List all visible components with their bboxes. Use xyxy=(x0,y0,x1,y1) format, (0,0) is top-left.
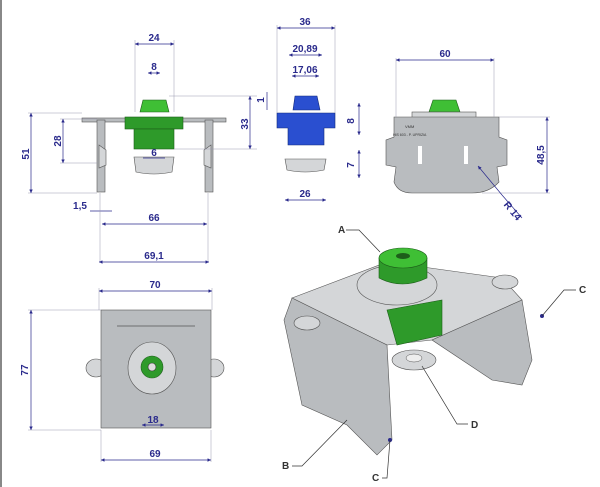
dim-69-1: 69,1 xyxy=(144,251,164,262)
green-grommet-front xyxy=(124,99,184,150)
dim-18: 18 xyxy=(147,415,159,426)
marking-line-1: VMM xyxy=(405,124,414,129)
front-view: 24 8 33 1 28 51 6 1,5 66 69,1 xyxy=(21,33,268,264)
side-view: VMM HIS 603 - P. UPRIZIA 60 48,5 R 14 xyxy=(385,49,550,224)
cap-side xyxy=(284,158,327,173)
dim-7: 7 xyxy=(346,162,357,168)
dim-1: 1 xyxy=(256,97,267,103)
dim-70: 70 xyxy=(149,280,161,291)
label-b: B xyxy=(282,461,289,472)
dim-48-5: 48,5 xyxy=(536,145,547,165)
dim-60: 60 xyxy=(439,49,451,60)
dim-69: 69 xyxy=(149,449,161,460)
grommet-view: 36 20,89 17,06 8 7 26 xyxy=(276,17,361,202)
dim-51: 51 xyxy=(21,148,32,160)
front-dimensions: 24 8 33 1 28 51 6 1,5 66 69,1 xyxy=(21,33,268,264)
bracket-left-leg xyxy=(283,297,393,456)
dim-77: 77 xyxy=(20,364,31,376)
dim-20-89: 20,89 xyxy=(292,44,317,55)
green-grommet-side xyxy=(428,99,461,113)
dim-26: 26 xyxy=(299,189,311,200)
dim-36: 36 xyxy=(299,17,311,28)
top-view: 70 77 18 69 xyxy=(20,280,225,462)
label-c-right: C xyxy=(579,285,586,296)
bracket-right-leg xyxy=(431,299,533,386)
isometric-view: A B C C D xyxy=(282,225,586,484)
dim-28: 28 xyxy=(53,135,64,147)
dim-33: 33 xyxy=(240,118,251,130)
dim-r14: R 14 xyxy=(501,200,523,224)
dim-1-5: 1,5 xyxy=(73,201,87,212)
label-a: A xyxy=(338,225,345,236)
bracket-side xyxy=(385,116,508,194)
dim-24: 24 xyxy=(148,33,160,44)
dim-17-06: 17,06 xyxy=(292,65,317,76)
dim-66: 66 xyxy=(148,213,160,224)
label-d: D xyxy=(471,420,478,431)
marking-line-2: HIS 603 - P. UPRIZIA xyxy=(393,133,427,137)
dim-8: 8 xyxy=(151,62,157,73)
dim-8-grommet: 8 xyxy=(346,118,357,124)
blue-grommet xyxy=(276,95,336,146)
dim-6: 6 xyxy=(151,148,157,159)
label-c-bottom: C xyxy=(372,473,379,484)
cap-front xyxy=(133,156,175,175)
